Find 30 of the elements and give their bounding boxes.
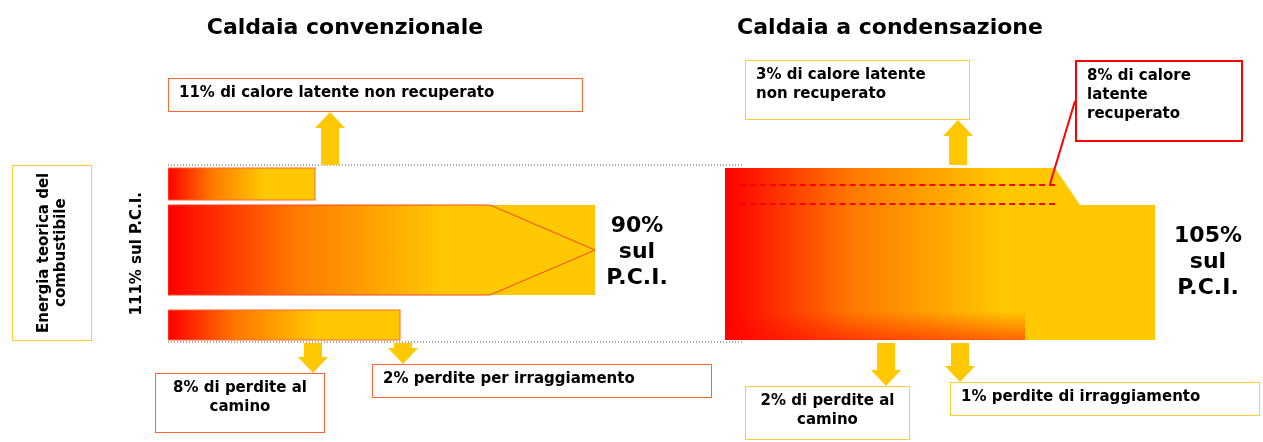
loss-label-box: [168, 78, 583, 112]
box-text: 11% di calore latente non recuperato: [179, 83, 496, 102]
section-heading: Caldaia convenzionale: [205, 13, 485, 41]
leader-line: [1049, 100, 1076, 185]
loss-label-box: [155, 373, 325, 433]
box-text: 2% perdite per irraggiamento: [383, 369, 636, 388]
recovered-heat-strip: [740, 184, 1055, 205]
box-text: 1% perdite di irraggiamento: [961, 387, 1202, 406]
energy-flow-band: [725, 165, 1155, 343]
box-text: 8% di calore latente recuperato: [1087, 66, 1192, 123]
recovered-heat-box: [1075, 60, 1243, 142]
arrow: [298, 343, 328, 373]
energy-label: Energia teorica del combustibile: [35, 171, 69, 336]
section-heading: Caldaia a condensazione: [736, 13, 1044, 41]
arrow: [388, 343, 418, 364]
loss-label-box: [745, 386, 910, 440]
box-text: 8% di perdite al camino: [172, 378, 308, 416]
loss-label-box: [745, 60, 970, 120]
energy-label-box: [12, 165, 92, 341]
efficiency-value: 105% sul P.C.I.: [1173, 221, 1243, 301]
box-text: 2% di perdite al camino: [759, 391, 896, 429]
arrow: [945, 343, 975, 382]
arrow: [943, 120, 973, 165]
loss-label-box: [372, 364, 712, 398]
loss-label-box: [950, 382, 1260, 416]
box-text: 3% di calore latente non recuperato: [756, 65, 927, 103]
arrow: [315, 112, 345, 165]
efficiency-value: 90% sul P.C.I.: [605, 211, 669, 291]
energy-value: 111% sul P.C.I.: [127, 192, 145, 316]
arrow: [871, 343, 901, 386]
